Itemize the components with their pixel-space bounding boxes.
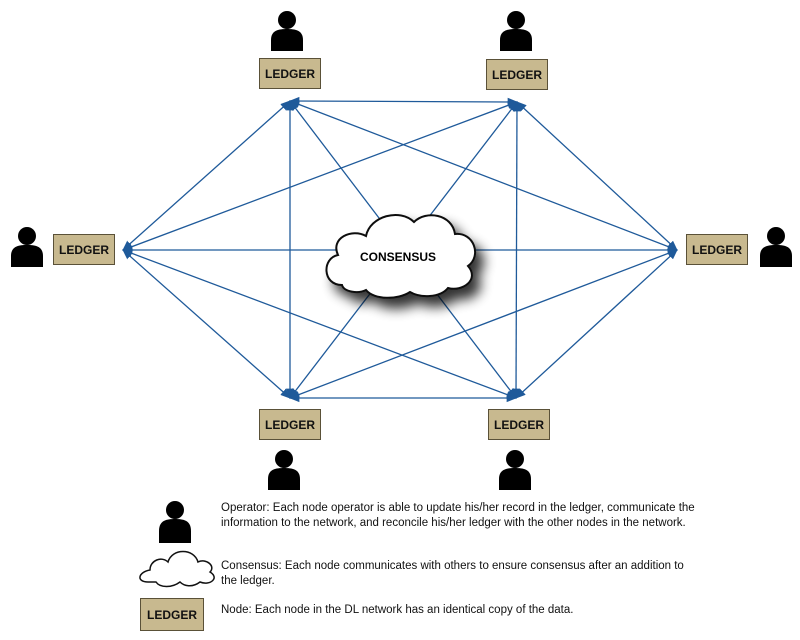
edge-arrow xyxy=(288,96,519,107)
operator-icons xyxy=(11,11,792,543)
consensus-cloud xyxy=(325,213,477,299)
edge-arrow xyxy=(122,249,291,399)
ledger-node-bottom-right: LEDGER xyxy=(488,409,550,440)
person-icon xyxy=(11,227,43,267)
edge-arrow xyxy=(122,100,291,251)
person-icon xyxy=(271,11,303,51)
person-icon xyxy=(499,450,531,490)
person-icon xyxy=(760,227,792,267)
consensus-label: CONSENSUS xyxy=(360,250,436,264)
edge-arrow xyxy=(122,101,518,251)
ledger-node-bottom-left: LEDGER xyxy=(259,409,321,440)
ledger-node-left: LEDGER xyxy=(53,234,115,265)
ledger-node-top-left: LEDGER xyxy=(259,58,321,89)
edge-arrow xyxy=(515,249,678,399)
legend-person-icon xyxy=(159,501,191,543)
person-icon xyxy=(500,11,532,51)
legend-operator-text: Operator: Each node operator is able to … xyxy=(221,502,695,529)
person-icon xyxy=(268,450,300,490)
legend-cloud-icon xyxy=(139,550,215,588)
legend-ledger-icon: LEDGER xyxy=(140,598,204,631)
ledger-node-right: LEDGER xyxy=(686,234,748,265)
ledger-node-top-right: LEDGER xyxy=(486,59,548,90)
legend-node-text: Node: Each node in the DL network has an… xyxy=(221,604,574,616)
edge-arrow xyxy=(289,100,678,251)
edge-arrow xyxy=(516,101,678,251)
legend-consensus-text: Consensus: Each node communicates with o… xyxy=(221,560,684,587)
